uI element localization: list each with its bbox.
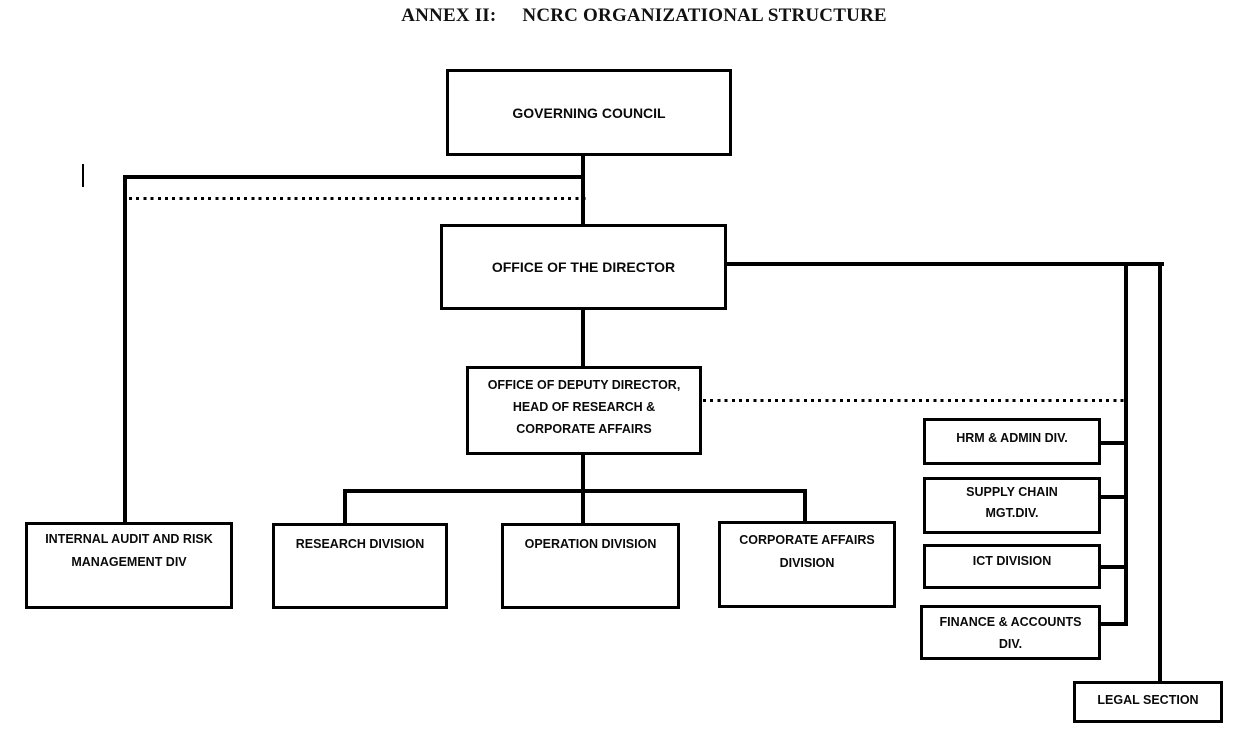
connector-drop-operation	[581, 489, 585, 525]
connector-deputy-to-branch	[581, 454, 585, 493]
org-box-office-of-director: OFFICE OF THE DIRECTOR	[440, 224, 727, 310]
org-box-label-line: HEAD OF RESEARCH &	[512, 400, 656, 414]
org-box-label: OPERATION DIVISION	[524, 537, 657, 551]
connector-hrm-stub	[1100, 441, 1126, 445]
chart-title: NCRC ORGANIZATIONAL STRUCTURE	[522, 5, 887, 26]
org-box-supply-chain-div: SUPPLY CHAIN MGT.DIV.	[923, 477, 1101, 534]
org-box-label-line: CORPORATE AFFAIRS	[739, 533, 875, 547]
org-box-internal-audit: INTERNAL AUDIT AND RISK MANAGEMENT DIV	[25, 522, 233, 609]
connector-ict-stub	[1100, 565, 1126, 569]
org-box-hrm-admin-div: HRM & ADMIN DIV.	[923, 418, 1101, 465]
org-box-label: ICT DIVISION	[972, 554, 1052, 568]
org-box-label-line: DIV.	[998, 637, 1023, 651]
org-box-label-line: MANAGEMENT DIV	[71, 555, 187, 569]
org-box-governing-council: GOVERNING COUNCIL	[446, 69, 732, 156]
org-box-finance-accounts-div: FINANCE & ACCOUNTS DIV.	[920, 605, 1101, 660]
connector-right-inner-vertical	[1124, 262, 1128, 626]
org-box-label: RESEARCH DIVISION	[295, 537, 425, 551]
org-box-label-line: FINANCE & ACCOUNTS	[939, 615, 1082, 629]
org-box-deputy-director: OFFICE OF DEPUTY DIRECTOR, HEAD OF RESEA…	[466, 366, 702, 455]
connector-drop-research	[343, 489, 347, 525]
connector-drop-corporate	[803, 489, 807, 523]
connector-left-horizontal	[123, 175, 585, 179]
stray-cursor-mark	[82, 164, 84, 187]
connector-director-to-deputy	[581, 309, 585, 368]
org-box-label: GOVERNING COUNCIL	[512, 104, 666, 121]
connector-right-horizontal	[726, 262, 1164, 266]
org-box-operation-division: OPERATION DIVISION	[501, 523, 680, 609]
org-box-research-division: RESEARCH DIVISION	[272, 523, 448, 609]
org-box-label-line: INTERNAL AUDIT AND RISK	[45, 532, 213, 546]
org-box-label-line: MGT.DIV.	[985, 506, 1039, 520]
connector-left-vertical	[123, 175, 127, 523]
org-box-legal-section: LEGAL SECTION	[1073, 681, 1223, 723]
connector-branch-horizontal	[343, 489, 807, 493]
dotted-line-council-audit	[129, 197, 586, 200]
org-box-label-line: OFFICE OF DEPUTY DIRECTOR,	[487, 378, 681, 392]
org-box-label: OFFICE OF THE DIRECTOR	[491, 259, 676, 275]
dotted-line-deputy-divisions	[703, 399, 1124, 402]
connector-supply-stub	[1100, 495, 1126, 499]
page-title: ANNEX II: NCRC ORGANIZATIONAL STRUCTURE	[0, 5, 1240, 27]
org-box-ict-division: ICT DIVISION	[923, 544, 1101, 589]
connector-right-outer-vertical	[1158, 262, 1162, 682]
org-box-label: HRM & ADMIN DIV.	[956, 431, 1068, 445]
org-box-label-line: SUPPLY CHAIN	[966, 485, 1058, 499]
org-box-label-line: CORPORATE AFFAIRS	[516, 422, 652, 436]
connector-finance-stub	[1100, 622, 1126, 626]
org-box-corporate-affairs-division: CORPORATE AFFAIRS DIVISION	[718, 521, 896, 608]
org-box-label-line: DIVISION	[779, 556, 835, 570]
connector-gc-to-director	[581, 153, 585, 225]
annex-label: ANNEX II:	[401, 5, 497, 26]
org-box-label: LEGAL SECTION	[1097, 693, 1199, 707]
